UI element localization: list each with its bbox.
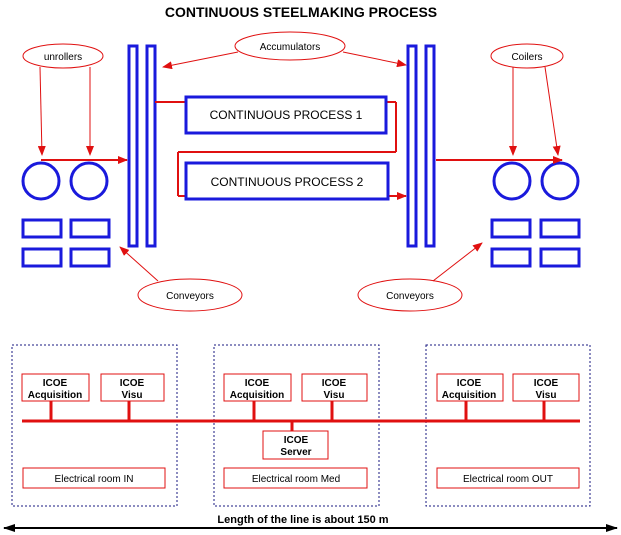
accumulator-right [406, 44, 436, 248]
room-in-acq-line1: ICOE [43, 378, 68, 389]
callout-arrows [37, 51, 561, 282]
accumulators-callout: Accumulators [234, 31, 346, 61]
room-out: ICOE Acquisition ICOE Visu Electrical ro… [425, 344, 591, 507]
unrollers-callout: unrollers [22, 43, 104, 69]
room-in-label: Electrical room IN [55, 474, 134, 485]
room-out-acq-line2: Acquisition [442, 390, 496, 401]
room-med-label-box [223, 467, 368, 489]
room-med-visu-line1: ICOE [322, 378, 347, 389]
process-1-label: CONTINUOUS PROCESS 1 [210, 108, 363, 122]
room-out-acq-line1: ICOE [457, 378, 482, 389]
conveyor-blocks-left [21, 218, 111, 268]
room-in: ICOE Acquisition ICOE Visu Electrical ro… [11, 344, 178, 507]
accumulators-label: Accumulators [260, 42, 321, 53]
room-med: ICOE Acquisition ICOE Visu ICOE Server E… [213, 344, 380, 507]
unroller-coils [21, 161, 109, 201]
room-med-acquisition-box [223, 373, 292, 402]
length-label: Length of the line is about 150 m [217, 514, 388, 526]
room-in-acq-line2: Acquisition [28, 390, 82, 401]
room-med-server-line2: Server [280, 447, 311, 458]
room-med-visu-box [301, 373, 368, 402]
unrollers-label: unrollers [44, 52, 82, 63]
room-med-label: Electrical room Med [252, 474, 340, 485]
room-med-acq-line2: Acquisition [230, 390, 284, 401]
conveyor-blocks-right [490, 218, 581, 268]
conveyors-right-label: Conveyors [386, 291, 434, 302]
network-bus [22, 401, 580, 431]
continuous-process-2: CONTINUOUS PROCESS 2 [184, 161, 390, 201]
room-med-server-line1: ICOE [284, 435, 309, 446]
length-arrow: Length of the line is about 150 m [3, 514, 618, 532]
room-out-acquisition-box [436, 373, 504, 402]
accumulator-left [127, 44, 157, 248]
room-in-acquisition-box [21, 373, 90, 402]
coilers-label: Coilers [511, 52, 542, 63]
process-2-label: CONTINUOUS PROCESS 2 [211, 175, 364, 189]
room-out-label: Electrical room OUT [463, 474, 553, 485]
room-in-visu-line1: ICOE [120, 378, 145, 389]
conveyors-right-callout: Conveyors [357, 278, 463, 312]
room-in-visu-box [100, 373, 165, 402]
room-med-visu-line2: Visu [324, 390, 345, 401]
room-out-visu-line2: Visu [536, 390, 557, 401]
conveyors-left-label: Conveyors [166, 291, 214, 302]
room-out-visu-box [512, 373, 580, 402]
coilers-callout: Coilers [490, 43, 564, 69]
coiler-coils [492, 161, 580, 201]
conveyors-left-callout: Conveyors [137, 278, 243, 312]
room-in-label-box [22, 467, 166, 489]
room-out-visu-line1: ICOE [534, 378, 559, 389]
room-med-server-box [262, 430, 329, 460]
continuous-process-1: CONTINUOUS PROCESS 1 [184, 95, 388, 135]
diagram-title: CONTINUOUS STEELMAKING PROCESS [165, 4, 437, 20]
room-out-label-box [436, 467, 580, 489]
room-med-acq-line1: ICOE [245, 378, 270, 389]
room-in-visu-line2: Visu [122, 390, 143, 401]
